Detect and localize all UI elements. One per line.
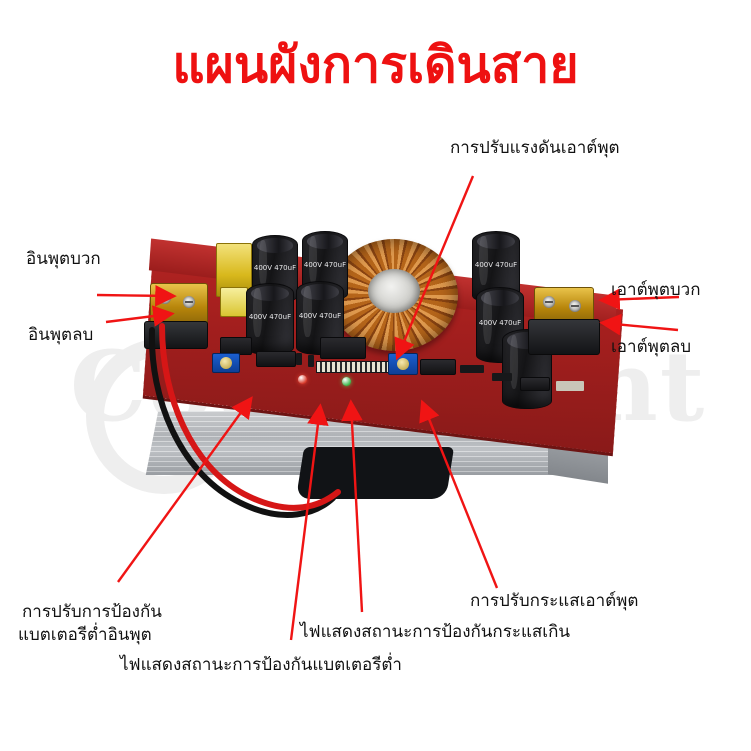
- arrow-low-battery-protection-adjust: [117, 396, 253, 583]
- arrow-output-positive: [598, 288, 680, 311]
- potentiometer-low-battery: [212, 353, 240, 373]
- arrow-input-positive: [96, 284, 177, 307]
- smd-part-1: [296, 353, 302, 365]
- led-low-battery-indicator: [298, 375, 307, 384]
- label-output-voltage-adjust: การปรับแรงดันเอาต์พุต: [450, 138, 620, 158]
- ic-chip-5: [520, 377, 550, 391]
- label-input-positive: อินพุตบวก: [26, 249, 101, 269]
- led-overcurrent-indicator: [342, 377, 351, 386]
- smd-part-3: [460, 365, 484, 373]
- label-overcurrent-protection-indicator: ไฟแสดงสถานะการป้องกันกระแสเกิน: [300, 622, 571, 642]
- smd-part-5: [556, 381, 584, 391]
- negative-wire: [148, 327, 336, 518]
- label-low-battery-protection-adjust-line1: การปรับการป้องกัน: [22, 602, 162, 622]
- label-low-battery-protection-adjust-line2: แบตเตอรีต่ำอินพุต: [18, 625, 152, 645]
- ic-chip-2: [256, 351, 296, 367]
- capacitor-label: 400V 470uF: [298, 312, 342, 321]
- label-low-battery-protection-indicator: ไฟแสดงสถานะการป้องกันแบตเตอรีต่ำ: [120, 655, 402, 675]
- capacitor-label: 400V 470uF: [478, 319, 522, 328]
- ic-chip-4: [420, 359, 456, 375]
- output-terminal-block: [534, 287, 594, 325]
- label-output-negative: เอาต์พุตลบ: [611, 337, 692, 357]
- output-terminal-base: [528, 319, 600, 355]
- arrow-output-voltage-adjust: [394, 175, 475, 361]
- smd-part-4: [492, 373, 512, 381]
- capacitor-label: 400V 470uF: [303, 260, 347, 269]
- output-negative-screw: [569, 300, 581, 312]
- capacitor-label: 400V 470uF: [253, 263, 297, 272]
- arrow-output-current-adjust: [419, 399, 499, 589]
- capacitor-label: 400V 470uF: [474, 261, 518, 270]
- label-input-negative: อินพุตลบ: [28, 325, 94, 345]
- toroid-core-hole: [368, 269, 420, 313]
- page-title: แผนผังการเดินสาย: [172, 36, 579, 94]
- toroid-inductor: [330, 233, 460, 353]
- ic-chip-3: [320, 337, 366, 359]
- arrow-overcurrent-indicator: [341, 399, 364, 613]
- arrow-input-negative: [105, 305, 175, 327]
- capacitor-label: 400V 470uF: [248, 313, 292, 322]
- output-positive-screw: [543, 296, 555, 308]
- smd-part-2: [308, 355, 314, 367]
- arrow-low-battery-indicator: [289, 403, 329, 641]
- label-output-current-adjust: การปรับกระแสเอาต์พุต: [470, 591, 639, 611]
- label-output-positive: เอาต์พุตบวก: [611, 280, 701, 300]
- boost-converter-board: 400V 470uF 400V 470uF 400V 470uF 400V 47…: [120, 225, 640, 515]
- input-negative-screw: [183, 296, 195, 308]
- capacitor-output-3: [502, 329, 552, 409]
- arrow-output-negative: [599, 313, 679, 336]
- positive-wire: [159, 323, 341, 511]
